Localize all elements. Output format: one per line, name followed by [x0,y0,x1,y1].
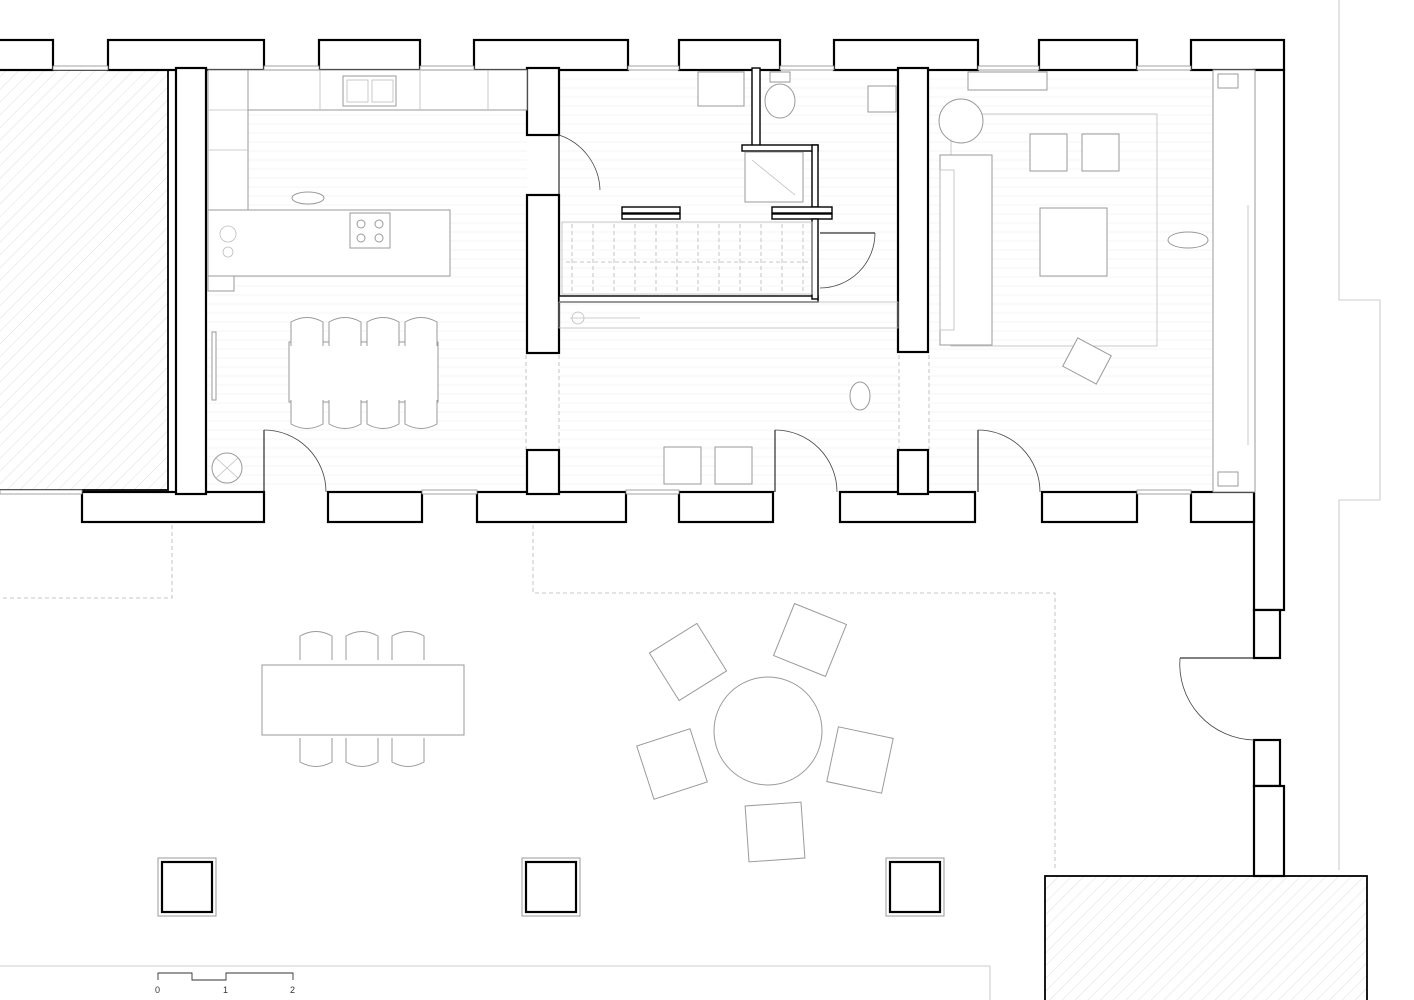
chair-icon [391,738,425,767]
staircase [558,221,899,329]
chair-icon [404,317,438,346]
chair-icon [299,631,333,660]
chair-icon [328,400,362,429]
armchair-1 [1029,133,1068,172]
bathroom-sink-icon [697,71,745,107]
walls [0,38,1286,878]
pergola-columns [157,857,945,917]
chair-icon [345,738,379,767]
scale-label-2: 2 [290,985,295,995]
property-boundary [1338,0,1381,870]
dining-area [211,317,439,484]
living-room [938,69,1256,493]
chair-icon [345,631,379,660]
armchair-2 [1081,133,1120,172]
kitchen [207,69,528,292]
chair-icon [290,317,324,346]
dining-table [288,341,439,403]
outdoor-dining [261,631,465,767]
chair-icon [366,317,400,346]
terrace-outline-right [532,525,1056,868]
kitchen-sink-icon [342,75,397,107]
terrace-outline-left [0,525,173,599]
chair-icon [404,400,438,429]
washbasin-icon [867,85,897,113]
round-table-set [636,602,894,863]
adjacent-building-bottom-right [1044,875,1368,1000]
scale-label-0: 0 [155,985,160,995]
kitchen-island [207,209,451,277]
sofa [939,154,993,346]
site-boundary-bottom [0,965,991,1000]
chair-icon [366,400,400,429]
chair-icon [328,317,362,346]
chair-icon [299,738,333,767]
doors [263,134,1255,741]
coffee-table [1039,207,1108,277]
adjacent-building-left [0,69,169,491]
chair-icon [290,400,324,429]
bathroom [663,71,897,485]
plant-icon-living [938,98,984,144]
cooktop-icon [349,212,391,249]
windows [0,65,1192,495]
chair-icon [391,631,425,660]
scale-label-1: 1 [223,985,228,995]
scale-bar: 0 1 2 [155,972,295,995]
round-table [713,676,823,786]
outdoor-dining-table [261,664,465,736]
